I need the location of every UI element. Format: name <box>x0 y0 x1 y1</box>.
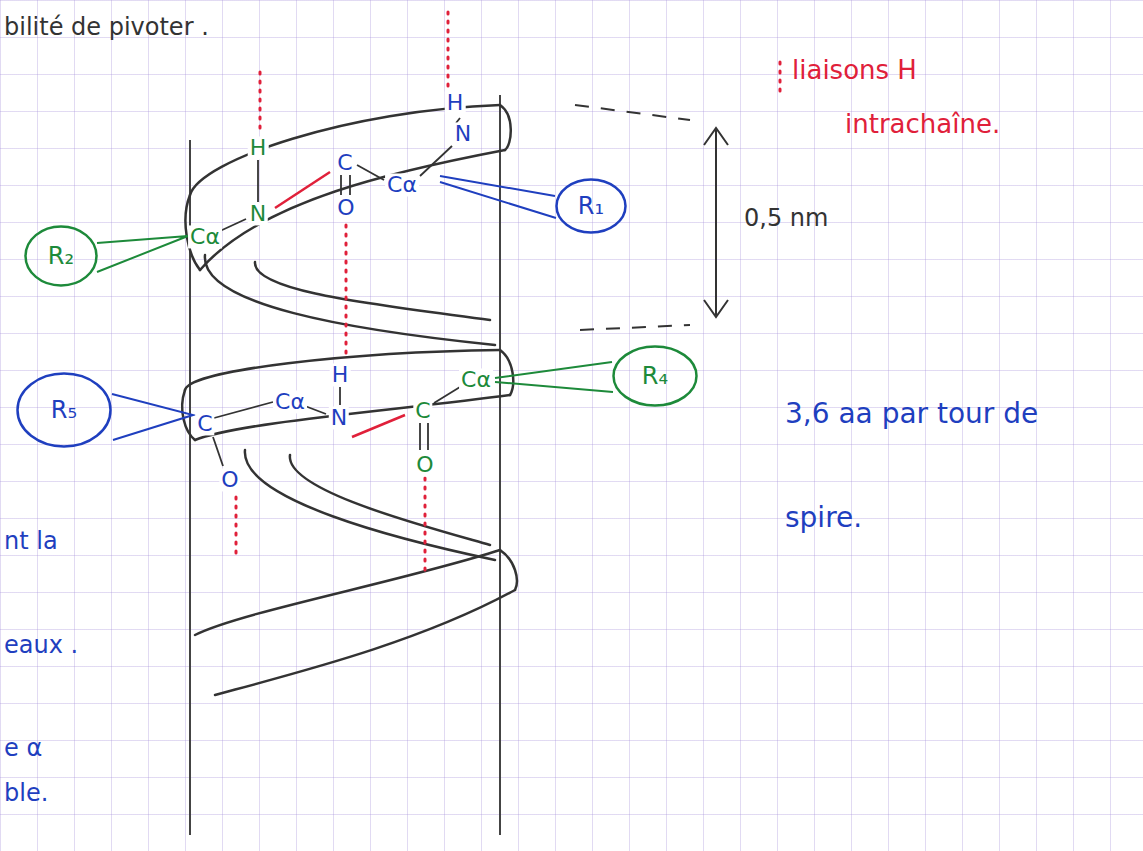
atom-label: Cα <box>385 173 419 196</box>
side-chain-label: R₁ <box>555 178 627 234</box>
atom-label: O <box>335 196 356 219</box>
side-chain-label: R₂ <box>24 225 98 287</box>
atom-label: Cα <box>273 390 307 413</box>
side-chain-circle: R₄ <box>612 345 698 407</box>
note: e α <box>4 735 42 763</box>
note: 3,6 aa par tour de spire. <box>785 362 1065 569</box>
note: bilité de pivoter . <box>4 14 209 42</box>
atom-label: O <box>414 453 435 476</box>
hydrogen-bond <box>236 12 780 570</box>
cylinder-line <box>499 95 501 835</box>
helix-ribbon <box>182 105 517 695</box>
atom-label: H <box>445 91 466 114</box>
side-chain-label: R₅ <box>16 372 112 448</box>
atom-label: C <box>195 412 214 435</box>
side-chain-leader <box>97 176 613 440</box>
atom-label: Cα <box>188 225 222 248</box>
side-chain-circle: R₁ <box>555 178 627 234</box>
note: nt la <box>4 528 58 556</box>
side-chain-circle: R₂ <box>24 225 98 287</box>
atom-label: C <box>413 399 432 422</box>
atom-label: H <box>330 363 351 386</box>
atom-label: C <box>335 151 354 174</box>
atom-label: N <box>248 202 268 225</box>
legend-note: intrachaîne. <box>845 110 1000 140</box>
side-chain-label: R₄ <box>612 345 698 407</box>
covalent-bond <box>213 118 460 466</box>
atom-label: O <box>219 468 240 491</box>
atom-label: N <box>329 406 349 429</box>
note: eaux . <box>4 632 78 660</box>
note: ble. <box>4 780 48 808</box>
atom-label: Cα <box>459 368 493 391</box>
atom-label: N <box>453 122 473 145</box>
dimension-label: 0,5 nm <box>744 205 828 233</box>
side-chain-circle: R₅ <box>16 372 112 448</box>
legend-note: liaisons H <box>792 56 917 86</box>
atom-label: H <box>248 136 269 159</box>
